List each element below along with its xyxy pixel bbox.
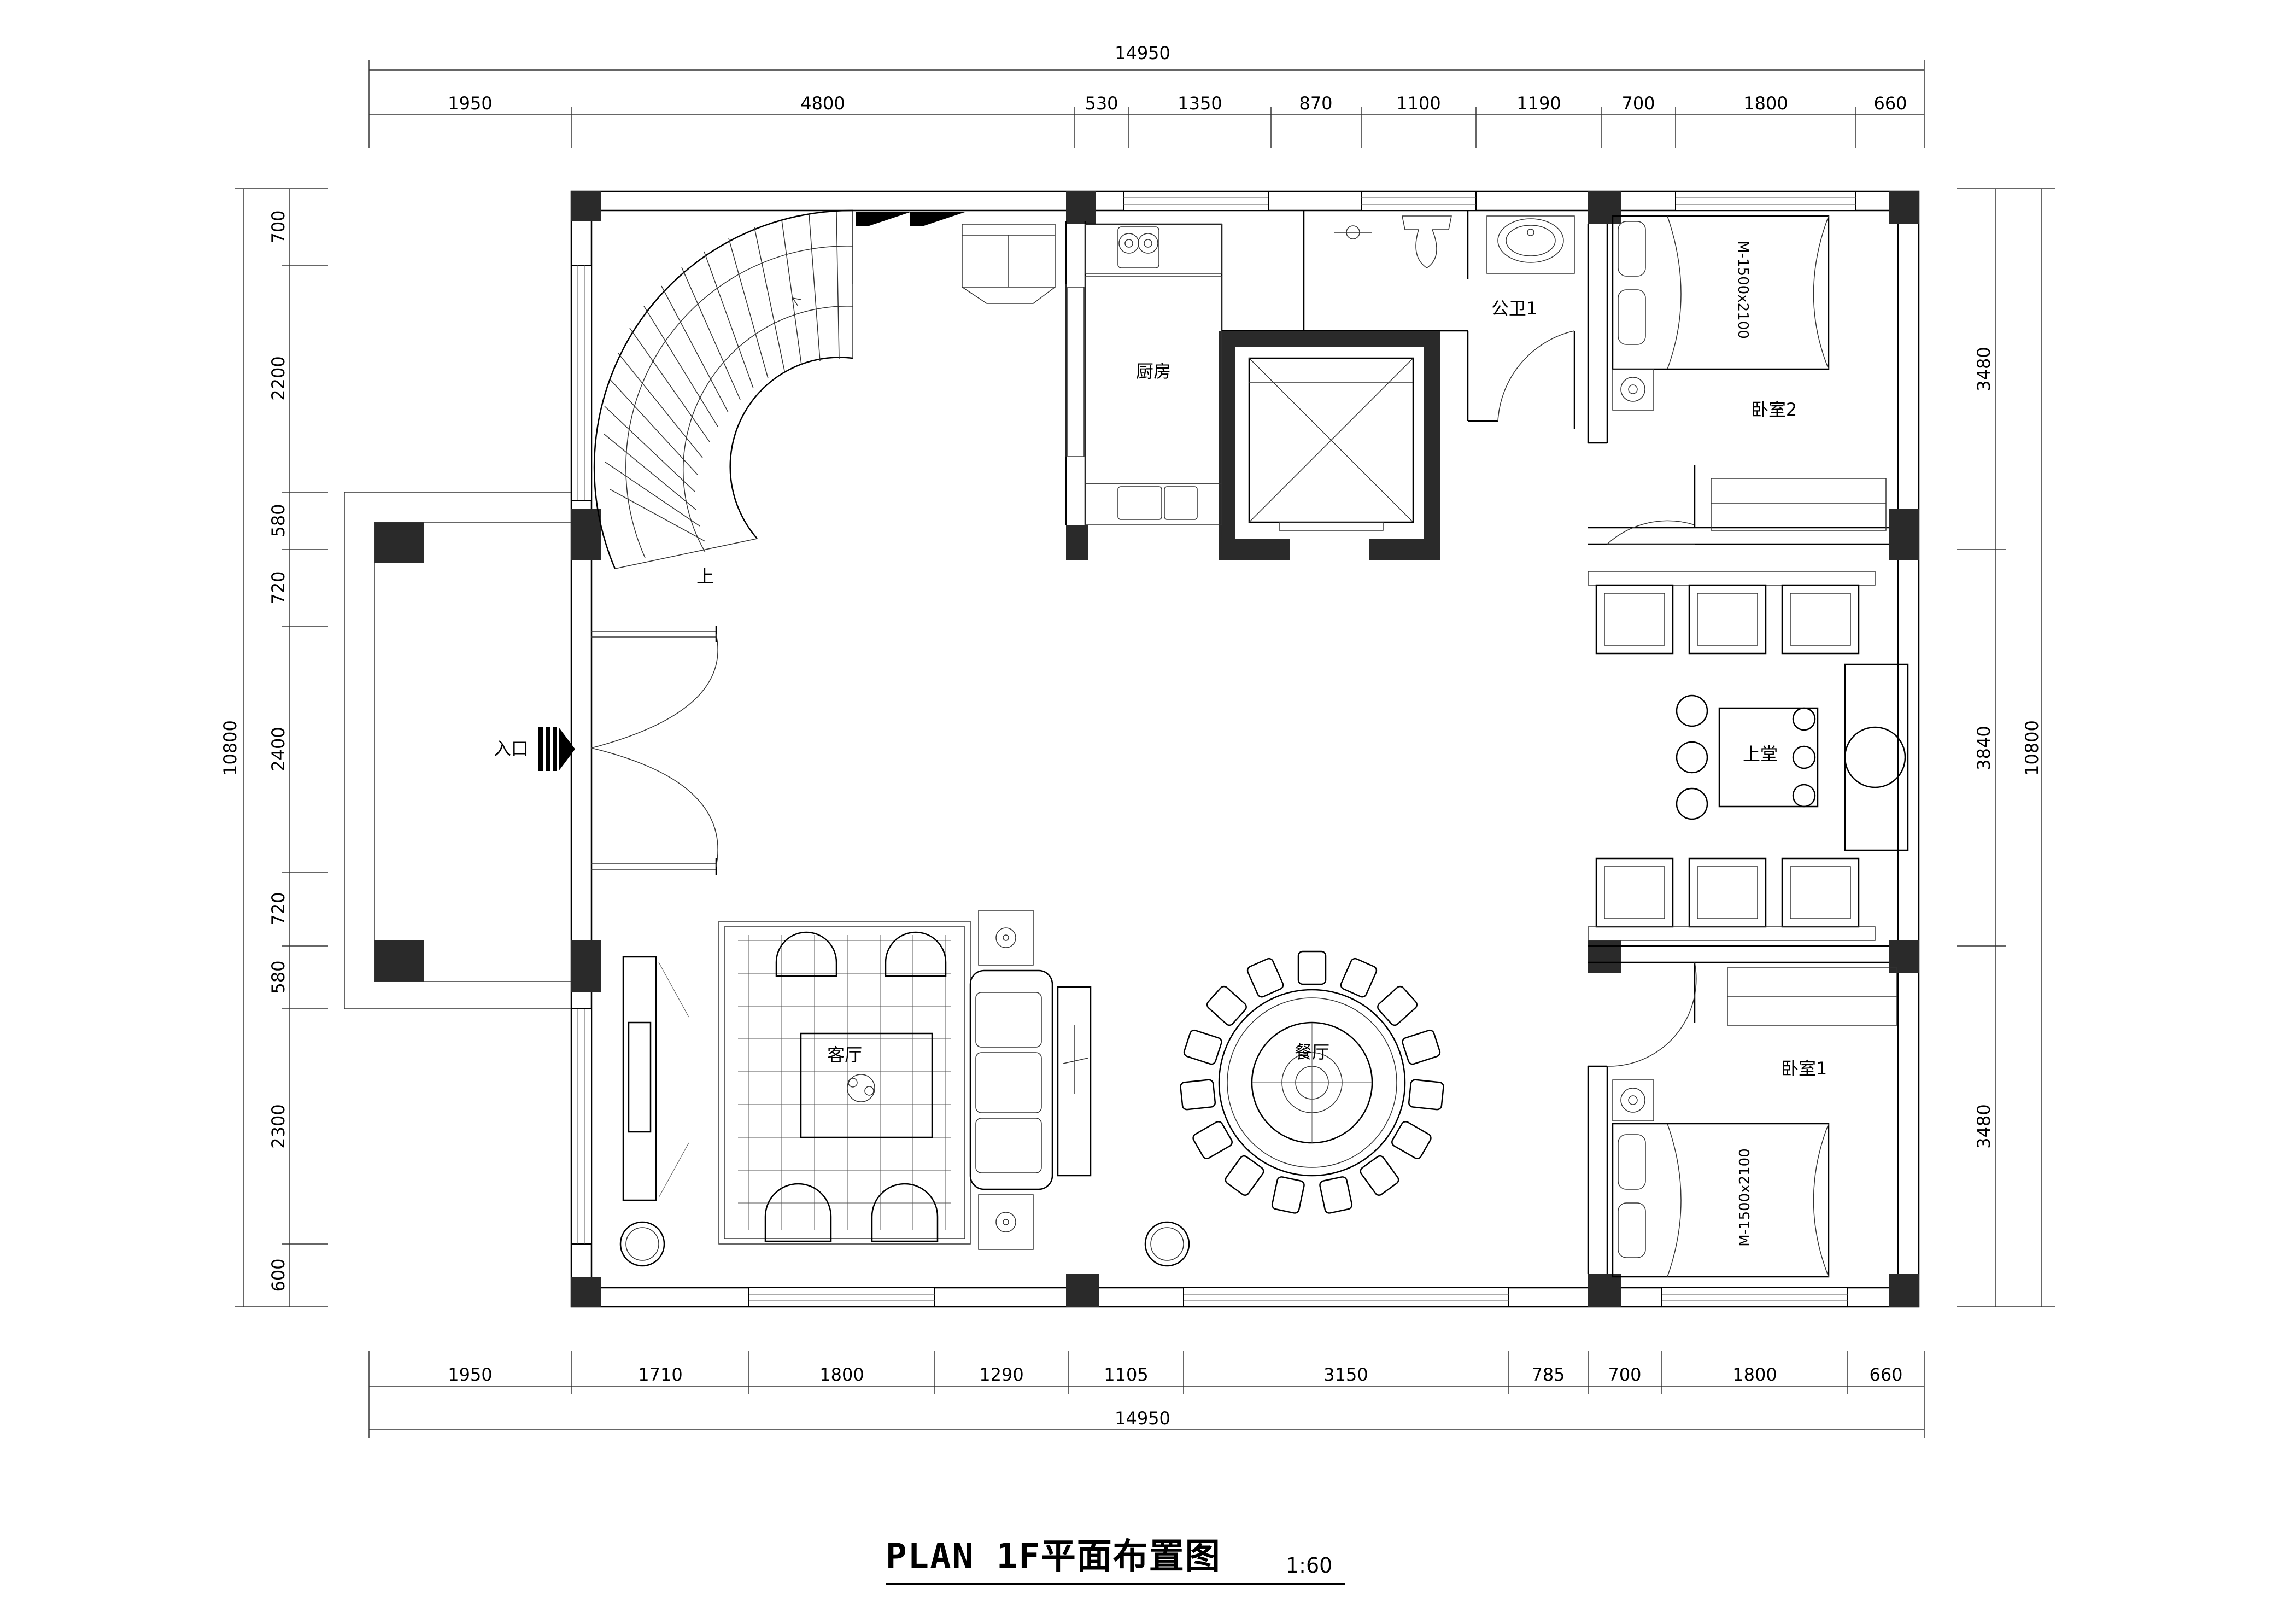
left-dim-1: 700 (268, 210, 289, 243)
right-total-dimension: 10800 (2022, 720, 2042, 776)
public-wc-label: 公卫1 (1491, 298, 1537, 319)
living-room-label: 客厅 (827, 1044, 862, 1065)
public-wc-fixtures (1334, 215, 1575, 429)
top-dim-9: 1800 (1743, 93, 1788, 114)
bottom-dim-10: 660 (1869, 1364, 1902, 1385)
dining-room-furniture (1180, 950, 1444, 1214)
dining-room-label: 餐厅 (1295, 1042, 1329, 1062)
bedroom1-bed-label: M-1500x2100 (1737, 1148, 1753, 1247)
bottom-dimension-lines (368, 1351, 1925, 1438)
top-dim-6: 1100 (1396, 93, 1440, 114)
top-dim-3: 530 (1085, 93, 1118, 114)
living-room-furniture (619, 910, 1190, 1267)
bottom-dim-4: 1290 (979, 1364, 1023, 1385)
left-dim-5: 2400 (268, 727, 289, 771)
right-dim-3: 3480 (1973, 1104, 1994, 1148)
kitchen-fixtures (962, 224, 1222, 525)
drawing-scale: 1:60 (1286, 1553, 1333, 1578)
top-total-dimension: 14950 (1115, 43, 1170, 63)
left-dim-7: 580 (268, 960, 289, 994)
left-dim-2: 2200 (268, 356, 289, 400)
bottom-dim-1: 1950 (448, 1364, 492, 1385)
left-total-dimension: 10800 (220, 720, 241, 776)
bedroom2-bed-label: M-1500x2100 (1735, 241, 1751, 339)
bottom-dim-6: 3150 (1323, 1364, 1368, 1385)
entrance-porch-inner (374, 522, 571, 982)
left-dim-8: 2300 (268, 1104, 289, 1148)
left-dimension-lines (235, 188, 328, 1307)
dining-chairs (1180, 950, 1444, 1214)
bottom-dim-3: 1800 (819, 1364, 864, 1385)
hall-label: 上堂 (1743, 744, 1778, 764)
exterior-walls (570, 190, 1920, 1308)
drawing-title: PLAN 1F平面布置图 (886, 1537, 1221, 1577)
right-dim-1: 3480 (1973, 347, 1994, 391)
right-dimension-lines (1957, 188, 2055, 1307)
left-dim-4: 720 (268, 571, 289, 604)
bedroom1-furniture (1607, 962, 1897, 1278)
spiral-staircase (593, 209, 965, 569)
stair-up-label: 上 (696, 566, 714, 587)
bottom-dim-9: 1800 (1732, 1364, 1777, 1385)
top-dim-10: 660 (1873, 93, 1907, 114)
top-dim-1: 1950 (448, 93, 492, 114)
bedroom1-label: 卧室1 (1781, 1058, 1827, 1079)
entrance-doors (538, 626, 718, 875)
bottom-dim-7: 785 (1531, 1364, 1565, 1385)
top-dim-8: 700 (1621, 93, 1655, 114)
bottom-dim-5: 1105 (1104, 1364, 1148, 1385)
interior-walls (1065, 211, 1889, 1274)
top-dim-4: 1350 (1178, 93, 1222, 114)
kitchen-label: 厨房 (1136, 361, 1171, 382)
bedroom2-label: 卧室2 (1751, 399, 1797, 420)
bottom-total-dimension: 14950 (1115, 1408, 1170, 1429)
drawing-title-block: PLAN 1F平面布置图 1:60 (886, 1537, 1345, 1585)
left-dim-9: 600 (268, 1258, 289, 1292)
windows (571, 191, 1856, 1307)
top-dimension-lines (368, 60, 1925, 148)
bottom-dim-8: 700 (1608, 1364, 1641, 1385)
left-dim-6: 720 (268, 892, 289, 925)
entrance-porch-outline (344, 492, 571, 1009)
bedroom2-furniture (1607, 215, 1887, 545)
entrance-label: 入口 (494, 738, 529, 759)
left-dim-3: 580 (268, 504, 289, 537)
bottom-dim-2: 1710 (638, 1364, 682, 1385)
hall-furniture (1588, 571, 1909, 941)
top-dim-2: 4800 (800, 93, 845, 114)
top-dim-7: 1190 (1516, 93, 1561, 114)
elevator-shaft (1219, 331, 1440, 560)
top-dim-5: 870 (1299, 93, 1332, 114)
columns (374, 191, 1919, 1307)
right-dim-2: 3840 (1973, 726, 1994, 770)
